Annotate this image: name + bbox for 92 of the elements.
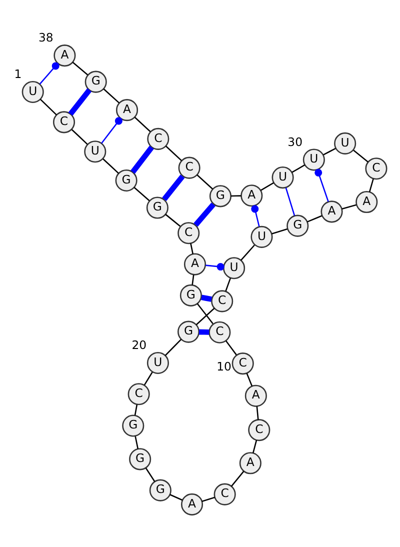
connector (170, 494, 183, 501)
connector (314, 168, 329, 202)
node-circle: C (178, 156, 200, 179)
connector (272, 228, 288, 234)
connector (190, 243, 194, 254)
connector (353, 150, 368, 162)
connector (134, 436, 139, 450)
node-circle: G (180, 284, 202, 306)
node-circle: G (177, 320, 200, 343)
node-circle: G (209, 185, 232, 208)
node-circle: A (180, 493, 204, 516)
node-circle: G (146, 196, 168, 219)
node-circle: C (147, 128, 170, 150)
node-circle: U (22, 80, 44, 104)
node-label: 30 (288, 134, 303, 149)
node-circle: A (356, 191, 378, 214)
connector (101, 117, 122, 144)
connector (240, 244, 255, 261)
node-circle: A (116, 99, 138, 122)
connector (206, 263, 224, 271)
node-label: 20 (132, 338, 147, 352)
connector (231, 195, 242, 197)
node-circle: U (223, 257, 246, 280)
connector (165, 214, 181, 227)
connector (134, 116, 151, 132)
connector (145, 468, 156, 482)
connector (102, 158, 119, 174)
connector (196, 303, 214, 324)
connector (194, 202, 216, 227)
connector (225, 278, 232, 292)
node-circle: A (239, 452, 262, 474)
connector (103, 88, 120, 104)
node-circle: C (208, 321, 231, 344)
node-circle: C (232, 352, 254, 375)
node-circle: A (184, 253, 206, 276)
connector (246, 373, 253, 386)
connector (162, 174, 185, 202)
node-circle: G (286, 214, 309, 237)
connector (192, 274, 194, 285)
connector (201, 294, 212, 302)
node-circle: C (52, 111, 76, 134)
connector (40, 98, 57, 116)
connector (307, 215, 322, 222)
connector (199, 329, 210, 335)
connector (251, 205, 260, 227)
connector (144, 372, 153, 386)
connector (230, 470, 244, 487)
node-circle: A (240, 184, 263, 207)
node-circle: C (211, 290, 234, 312)
connector (285, 188, 296, 216)
node-circle: U (272, 166, 294, 189)
node-circle: U (146, 352, 169, 374)
connector (134, 186, 150, 202)
connector (71, 129, 88, 145)
node-circle: G (122, 414, 144, 437)
connector (165, 146, 182, 162)
connector (196, 308, 215, 326)
node-label: 38 (38, 30, 54, 45)
node-circle: C (365, 158, 388, 180)
connector (164, 338, 182, 356)
connector (202, 496, 215, 502)
connector (225, 340, 237, 356)
node-circle: C (214, 483, 236, 506)
connector (72, 62, 88, 76)
connector (260, 182, 274, 191)
connector (39, 62, 60, 84)
node-circle: A (244, 384, 267, 407)
node-circle: U (302, 148, 325, 171)
node-circle: U (250, 226, 273, 248)
node-label: 10 (216, 359, 232, 374)
node-circle: U (334, 132, 356, 154)
node-circle: C (128, 383, 150, 406)
node-circle: C (248, 419, 270, 442)
node-circle: A (54, 44, 76, 67)
connector (130, 146, 154, 174)
connector (323, 148, 336, 156)
node-circle: G (129, 448, 152, 470)
connector (196, 174, 214, 190)
node-label: 1 (14, 66, 22, 81)
node-circle: U (84, 140, 106, 163)
node-circle: C (178, 222, 200, 244)
connector (342, 204, 356, 210)
node-circle: G (115, 169, 138, 192)
connector (292, 164, 306, 173)
node-circle: A (320, 200, 343, 223)
connector (68, 88, 92, 116)
connector (134, 404, 138, 416)
connector (368, 178, 374, 192)
connector (252, 440, 258, 454)
node-circle: G (84, 70, 107, 93)
connector (256, 406, 259, 420)
node-circle: G (149, 479, 172, 502)
